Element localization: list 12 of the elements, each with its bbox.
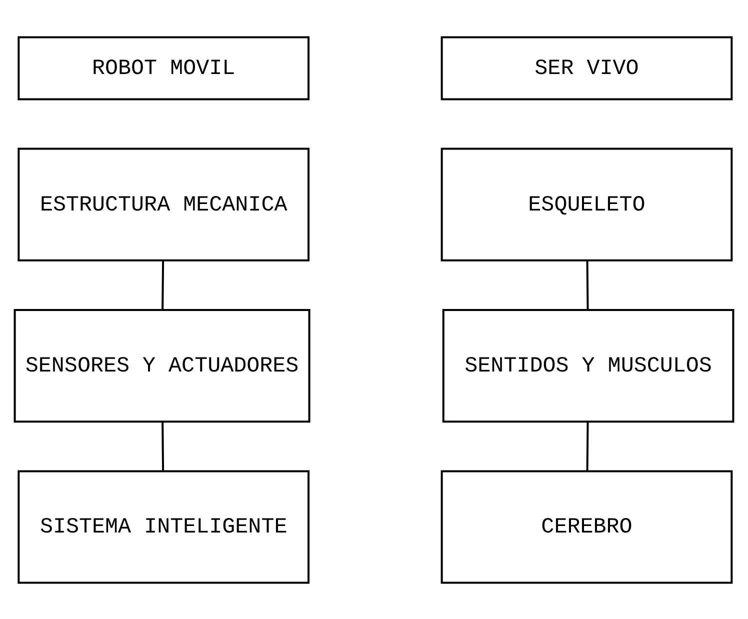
connector (162, 421, 164, 470)
node-box: CEREBRO (440, 470, 733, 584)
node-box: SISTEMA INTELIGENTE (18, 470, 310, 584)
node-box: ESQUELETO (440, 147, 733, 261)
node-box: SENSORES Y ACTUADORES (14, 308, 310, 422)
node-box: ESTRUCTURA MECANICA (18, 147, 310, 261)
connector (586, 260, 589, 310)
node-box: SER VIVO (440, 36, 733, 100)
node-box: ROBOT MOVIL (18, 36, 310, 100)
node-box: SENTIDOS Y MUSCULOS (442, 308, 734, 422)
connector (162, 260, 164, 310)
connector (586, 421, 589, 470)
